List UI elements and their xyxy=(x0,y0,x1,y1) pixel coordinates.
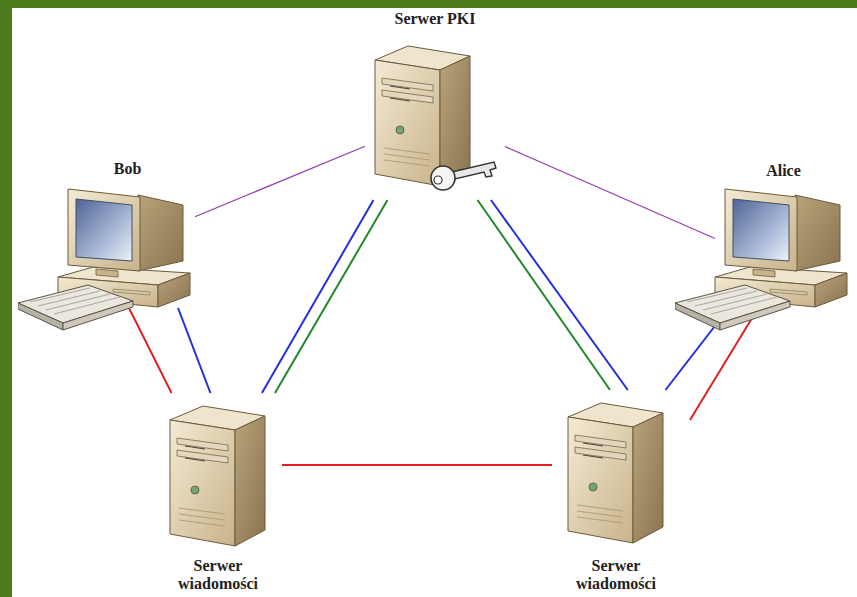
node-label: Bob xyxy=(110,158,146,180)
bob-computer-icon xyxy=(18,189,190,330)
user-computer-node: Bob xyxy=(60,158,195,308)
pki-server-icon xyxy=(375,46,470,186)
network-link xyxy=(262,200,374,393)
pki-server-node: Serwer PKI xyxy=(365,8,505,200)
network-link xyxy=(178,308,210,393)
message-server-node: Serwer wiadomości xyxy=(552,390,680,595)
message-server-icon xyxy=(568,403,663,543)
alice-computer-icon xyxy=(675,189,847,330)
network-link xyxy=(282,464,552,466)
node-label: Alice xyxy=(762,160,805,182)
network-link xyxy=(129,308,172,393)
network-link xyxy=(275,200,388,393)
message-server-icon xyxy=(170,406,265,546)
network-link xyxy=(491,200,628,390)
network-link xyxy=(505,147,715,239)
key-icon xyxy=(431,162,496,190)
node-label: Serwer wiadomości xyxy=(158,555,278,595)
message-server-node: Serwer wiadomości xyxy=(154,393,282,595)
network-link xyxy=(195,146,365,216)
node-label: Serwer PKI xyxy=(390,8,479,30)
user-computer-node: Alice xyxy=(715,160,852,310)
network-link xyxy=(478,200,610,390)
node-label: Serwer wiadomości xyxy=(556,555,676,595)
